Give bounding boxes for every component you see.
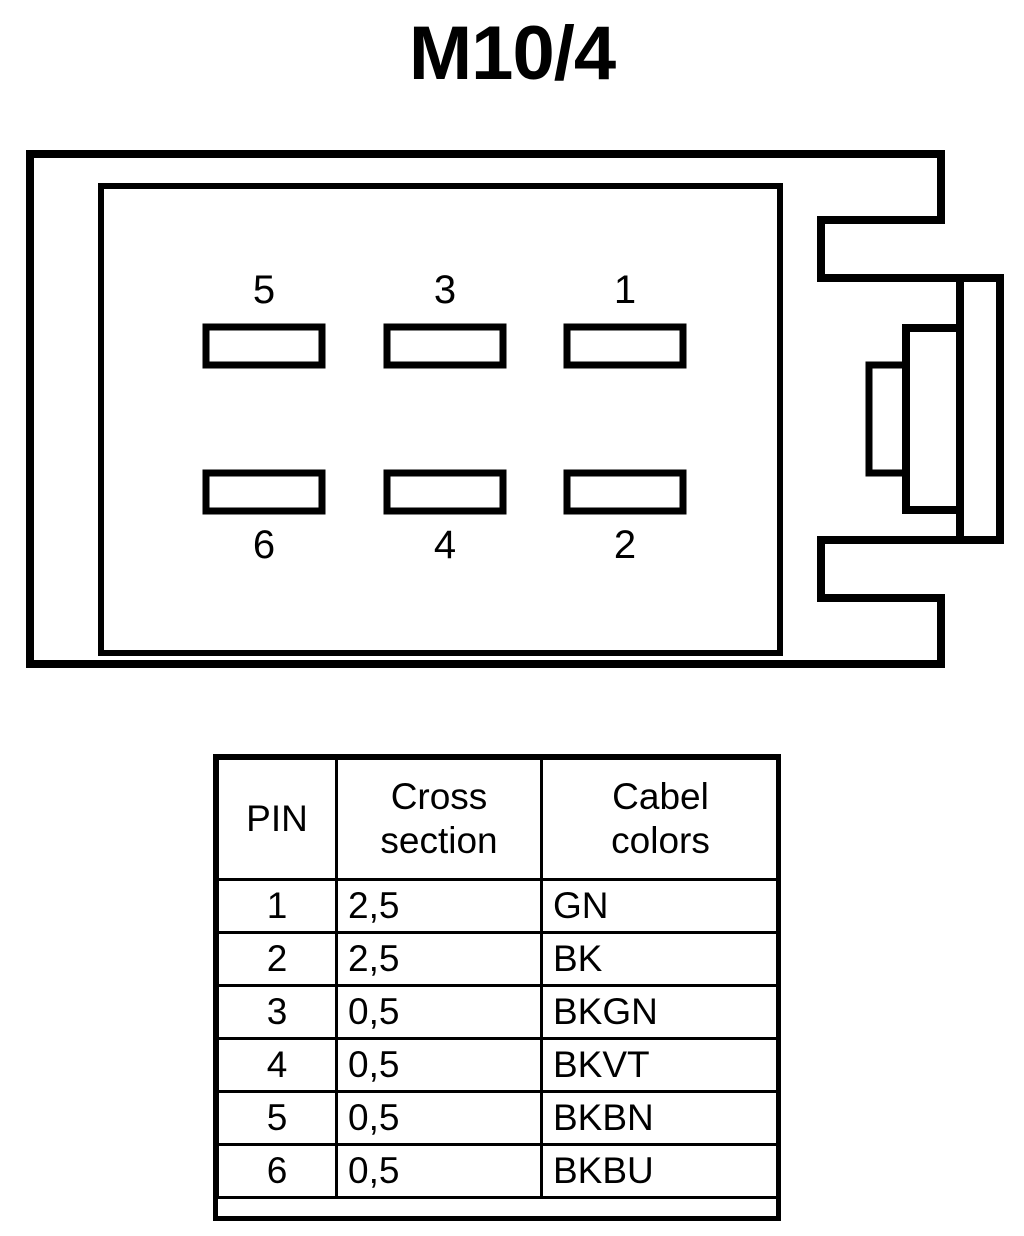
latch-nose-tab <box>865 361 910 477</box>
cell-cross-section: 2,5 <box>335 878 543 934</box>
connector-svg <box>26 150 1004 668</box>
table-header-row: PIN Cross section Cabel colors <box>216 757 781 881</box>
table-row: 5 0,5 BKBN <box>216 1090 781 1146</box>
column-header-cabel-colors: Cabel colors <box>540 757 781 881</box>
table-row: 1 2,5 GN <box>216 878 781 934</box>
cell-cross-section: 2,5 <box>335 931 543 987</box>
pin-blade-2 <box>563 469 687 515</box>
cell-pin: 3 <box>216 984 338 1040</box>
cell-cross-section: 0,5 <box>335 1090 543 1146</box>
cell-cable-color: BKVT <box>540 1037 781 1093</box>
pin-blade-5 <box>202 323 326 369</box>
cell-pin: 5 <box>216 1090 338 1146</box>
cell-cable-color: GN <box>540 878 781 934</box>
cell-cross-section: 0,5 <box>335 1143 543 1199</box>
cell-cable-color: BKGN <box>540 984 781 1040</box>
pin-number-label-1: 1 <box>613 268 637 312</box>
connector-diagram: 5 3 1 6 4 2 <box>0 130 1024 710</box>
pin-number-label-2: 2 <box>613 523 637 567</box>
pin-number-label-5: 5 <box>252 268 276 312</box>
column-header-cross-section: Cross section <box>335 757 543 881</box>
pin-blade-4 <box>383 469 507 515</box>
cell-pin: 4 <box>216 1037 338 1093</box>
pin-number-label-4: 4 <box>433 523 457 567</box>
cell-cable-color: BKBN <box>540 1090 781 1146</box>
pin-blade-6 <box>202 469 326 515</box>
pin-number-label-3: 3 <box>433 268 457 312</box>
cell-cross-section: 0,5 <box>335 984 543 1040</box>
cell-cable-color: BK <box>540 931 781 987</box>
page-title: M10/4 <box>408 11 616 96</box>
connector-outer-shell <box>26 150 1004 668</box>
cell-cross-section: 0,5 <box>335 1037 543 1093</box>
cell-pin: 1 <box>216 878 338 934</box>
cell-pin: 2 <box>216 931 338 987</box>
table-row: 4 0,5 BKVT <box>216 1037 781 1093</box>
cell-pin: 6 <box>216 1143 338 1199</box>
connector-inner-wall <box>98 183 783 656</box>
pin-blade-1 <box>563 323 687 369</box>
pin-number-label-6: 6 <box>252 523 276 567</box>
pin-blade-3 <box>383 323 507 369</box>
latch-head-block <box>902 324 964 514</box>
pin-assignment-table: PIN Cross section Cabel colors 1 2,5 GN … <box>216 757 781 1199</box>
table-row: 6 0,5 BKBU <box>216 1143 781 1199</box>
cell-cable-color: BKBU <box>540 1143 781 1199</box>
table-row: 3 0,5 BKGN <box>216 984 781 1040</box>
column-header-pin: PIN <box>216 757 338 881</box>
table-row: 2 2,5 BK <box>216 931 781 987</box>
